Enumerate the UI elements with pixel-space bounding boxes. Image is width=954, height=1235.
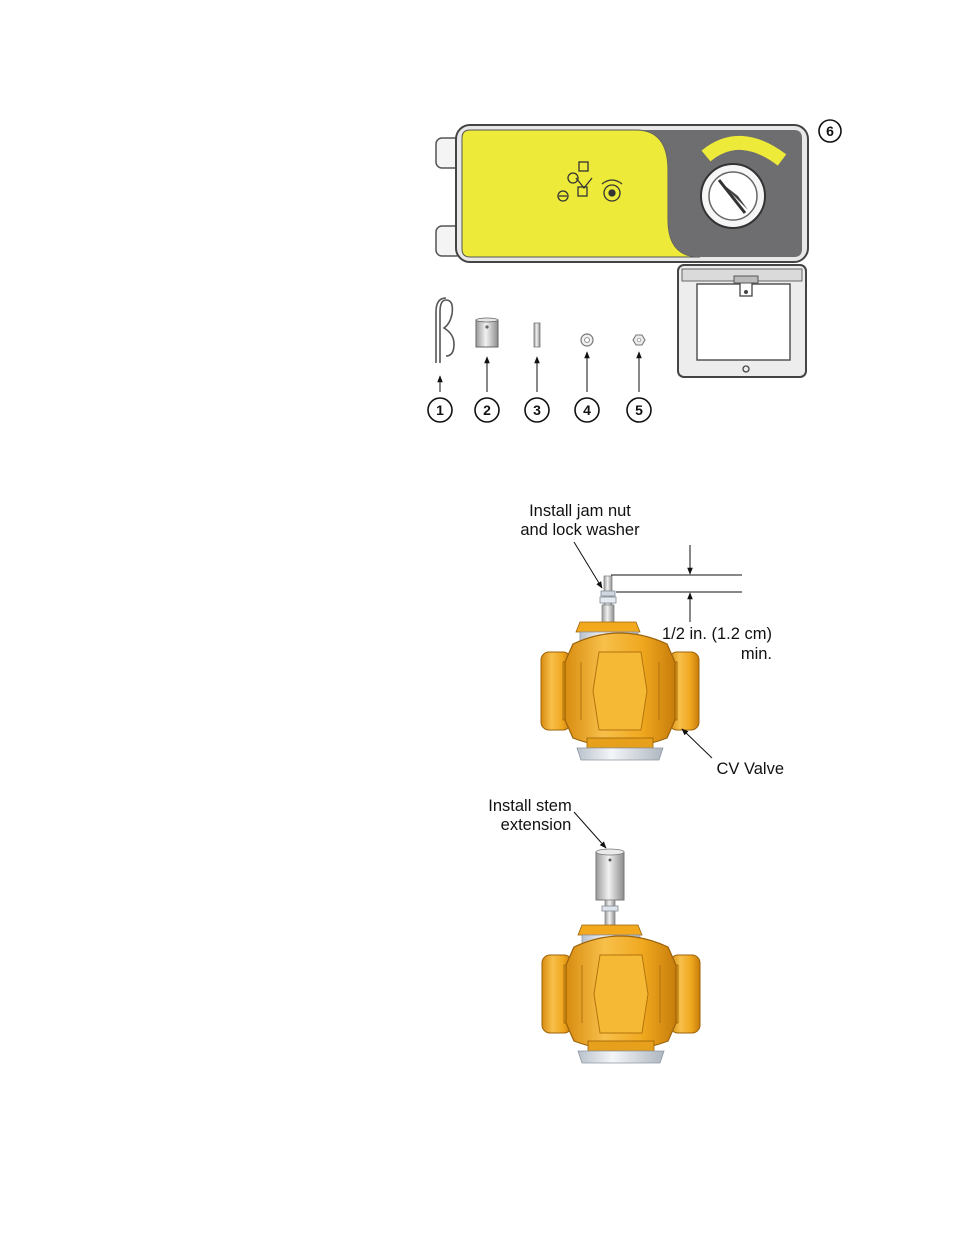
stem-extension-callout-line2: extension	[501, 816, 572, 834]
part-1-circle	[427, 397, 453, 423]
part-3-number: 3	[533, 402, 541, 418]
stem-extension-coupler-icon	[475, 317, 499, 348]
valve-stem-assembly	[599, 575, 617, 623]
valve-actuator-icon	[435, 124, 809, 378]
pin-icon	[533, 322, 541, 348]
part-2-number: 2	[483, 402, 491, 418]
cv-valve-label: CV Valve	[716, 760, 784, 778]
part-5-circle	[626, 397, 652, 423]
stem-extension-leader	[573, 811, 607, 849]
jam-nut-callout-line1: Install jam nut	[529, 502, 631, 520]
part-3-circle	[524, 397, 550, 423]
hairpin-cotter-pin-icon	[435, 297, 455, 363]
part-6-number: 6	[826, 123, 834, 139]
part-6-circle	[818, 119, 842, 143]
jam-nut-leader	[573, 541, 603, 589]
part-5-number: 5	[635, 402, 643, 418]
dimension-label-line2: min.	[741, 645, 772, 663]
stem-extension-callout-line1: Install stem	[488, 797, 571, 815]
part-1-number: 1	[436, 402, 444, 418]
jam-nut-icon	[632, 334, 646, 346]
dimension-indicator	[611, 545, 742, 622]
cv-valve-top	[540, 604, 700, 761]
jam-nut-callout-line2: and lock washer	[520, 521, 640, 539]
dimension-label-line1: 1/2 in. (1.2 cm)	[662, 625, 772, 643]
stem-extension-assembly	[541, 848, 701, 1064]
lock-washer-icon	[580, 333, 594, 347]
part-4-circle	[574, 397, 600, 423]
part-2-circle	[474, 397, 500, 423]
cv-valve-leader	[681, 728, 713, 759]
part-4-number: 4	[583, 402, 591, 418]
